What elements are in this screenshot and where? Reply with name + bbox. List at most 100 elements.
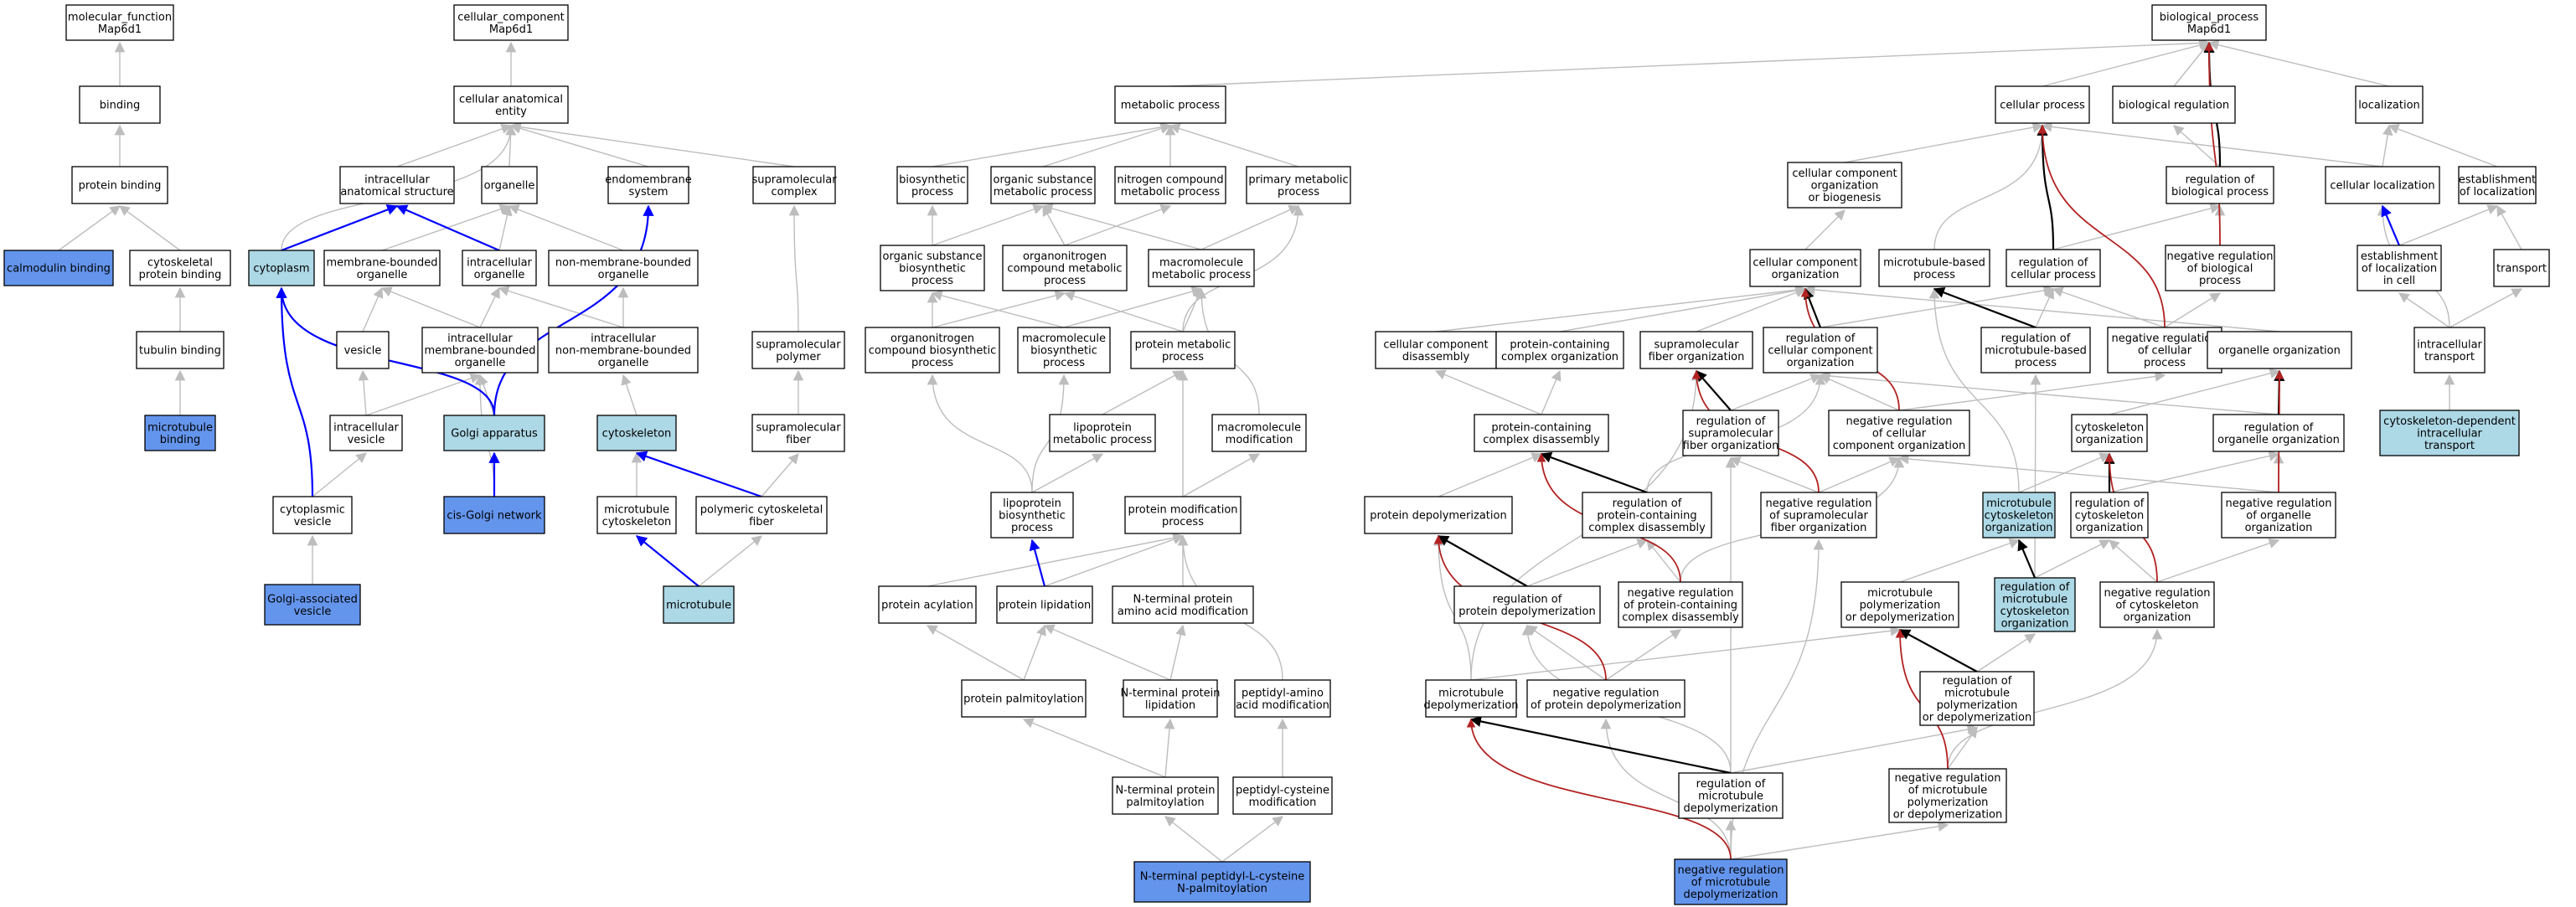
- term-node-biological-regulation[interactable]: biological regulation: [2112, 85, 2236, 124]
- term-node-protein-lipidation[interactable]: protein lipidation: [996, 585, 1093, 624]
- term-node-cellular-localization[interactable]: cellular localization: [2325, 166, 2440, 204]
- term-node-cytoplasm[interactable]: cytoplasm: [248, 250, 315, 286]
- term-node-localization[interactable]: localization: [2355, 85, 2424, 124]
- term-node-calmodulin-binding[interactable]: calmodulin binding: [3, 250, 114, 286]
- term-node-organelle-organization[interactable]: organelle organization: [2207, 331, 2352, 369]
- term-node-regulation-of-microtubule-polymerization-or-depolymerization[interactable]: regulation ofmicrotubulepolymerizationor…: [1919, 671, 2035, 726]
- term-node-microtubule[interactable]: microtubule: [663, 585, 735, 624]
- term-node-protein-palmitoylation[interactable]: protein palmitoylation: [961, 679, 1087, 718]
- term-node-n-terminal-peptidyl-l-cysteine-n-palmitoylation[interactable]: N-terminal peptidyl-L-cysteineN-palmitoy…: [1133, 861, 1311, 903]
- term-node-cis-golgi-network[interactable]: cis-Golgi network: [443, 496, 545, 534]
- term-node-cytoskeleton-dependent-intracellular-transport[interactable]: cytoskeleton-dependentintracellulartrans…: [2379, 410, 2520, 456]
- term-node-metabolic-process[interactable]: metabolic process: [1114, 85, 1226, 124]
- term-node-protein-depolymerization[interactable]: protein depolymerization: [1364, 496, 1513, 534]
- term-node-transport[interactable]: transport: [2493, 249, 2550, 287]
- term-node-protein-acylation[interactable]: protein acylation: [878, 585, 977, 624]
- term-node-regulation-of-microtubule-cytoskeleton-organization[interactable]: regulation ofmicrotubulecytoskeletonorga…: [1994, 577, 2076, 632]
- term-node-protein-binding[interactable]: protein binding: [71, 166, 168, 204]
- term-node-cellular-process[interactable]: cellular process: [1995, 85, 2090, 124]
- term-node-intracellular-non-membrane-bounded-organelle[interactable]: intracellularnon-membrane-boundedorganel…: [548, 327, 699, 374]
- term-node-tubulin-binding[interactable]: tubulin binding: [136, 331, 225, 369]
- term-node-golgi-apparatus[interactable]: Golgi apparatus: [443, 415, 545, 451]
- term-node-binding[interactable]: binding: [79, 85, 161, 124]
- term-node-organelle[interactable]: organelle: [481, 166, 538, 204]
- term-node-vesicle[interactable]: vesicle: [336, 331, 390, 369]
- term-node-cytoskeleton[interactable]: cytoskeleton: [596, 415, 677, 451]
